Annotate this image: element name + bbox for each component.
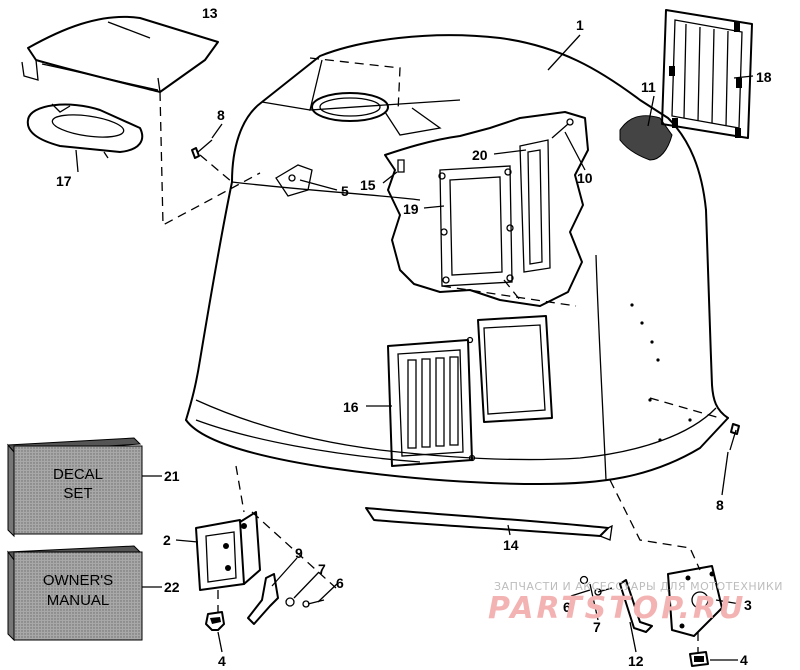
watermark: ЗАПЧАСТИ И АКСЕССУАРЫ ДЛЯ МОТОТЕХНИКИ PA… xyxy=(488,580,783,626)
lever-right xyxy=(619,579,653,633)
callout-7-right: 7 xyxy=(593,619,601,635)
callout-2: 2 xyxy=(163,532,171,548)
callout-15: 15 xyxy=(360,177,376,193)
callout-21: 21 xyxy=(164,468,180,484)
callout-3: 3 xyxy=(744,597,752,613)
owners-manual-box: OWNER'S MANUAL xyxy=(7,545,143,642)
callout-6-right: 6 xyxy=(563,599,571,615)
decal-box-line2: SET xyxy=(63,485,92,502)
callout-10: 10 xyxy=(577,170,593,186)
callout-9: 9 xyxy=(295,545,303,561)
callout-4-left: 4 xyxy=(218,653,226,669)
callout-1: 1 xyxy=(576,17,584,33)
callout-6-left: 6 xyxy=(336,575,344,591)
leader-lines xyxy=(75,21,754,661)
callout-8-lower: 8 xyxy=(716,497,724,513)
manual-box-line2: MANUAL xyxy=(47,592,110,609)
callout-5: 5 xyxy=(341,183,349,199)
watermark-tagline: ЗАПЧАСТИ И АКСЕССУАРЫ ДЛЯ МОТОТЕХНИКИ xyxy=(494,580,783,593)
hardware xyxy=(191,139,740,667)
callout-7-left: 7 xyxy=(318,561,326,577)
callout-13: 13 xyxy=(202,5,218,21)
callout-8-upper: 8 xyxy=(217,107,225,123)
callout-11: 11 xyxy=(641,79,656,95)
manual-box-line1: OWNER'S xyxy=(43,572,113,589)
callout-19: 19 xyxy=(403,201,419,217)
oval-seal xyxy=(26,103,144,159)
callouts: 1 13 17 8 18 11 20 10 15 5 19 16 8 21 22… xyxy=(56,5,772,669)
callout-17: 17 xyxy=(56,173,72,189)
latch-right xyxy=(667,565,723,637)
assembly-lines xyxy=(159,57,721,652)
decal-set-box: DECAL SET xyxy=(6,437,143,538)
lever-left xyxy=(247,573,279,625)
latch-left xyxy=(195,511,261,591)
rear-grille xyxy=(661,9,753,139)
callout-16: 16 xyxy=(343,399,359,415)
engine-cover xyxy=(185,34,729,485)
callout-12: 12 xyxy=(628,653,644,669)
callout-20: 20 xyxy=(472,147,488,163)
callout-4-right: 4 xyxy=(740,652,748,668)
callout-14: 14 xyxy=(503,537,519,553)
callout-18: 18 xyxy=(756,69,772,85)
decal-box-line1: DECAL xyxy=(53,466,103,483)
watermark-logo: PARTSTOP.RU xyxy=(488,591,746,626)
top-hood xyxy=(21,15,219,93)
front-grille xyxy=(387,336,476,467)
callout-22: 22 xyxy=(164,579,180,595)
rubber-strip xyxy=(365,507,613,541)
